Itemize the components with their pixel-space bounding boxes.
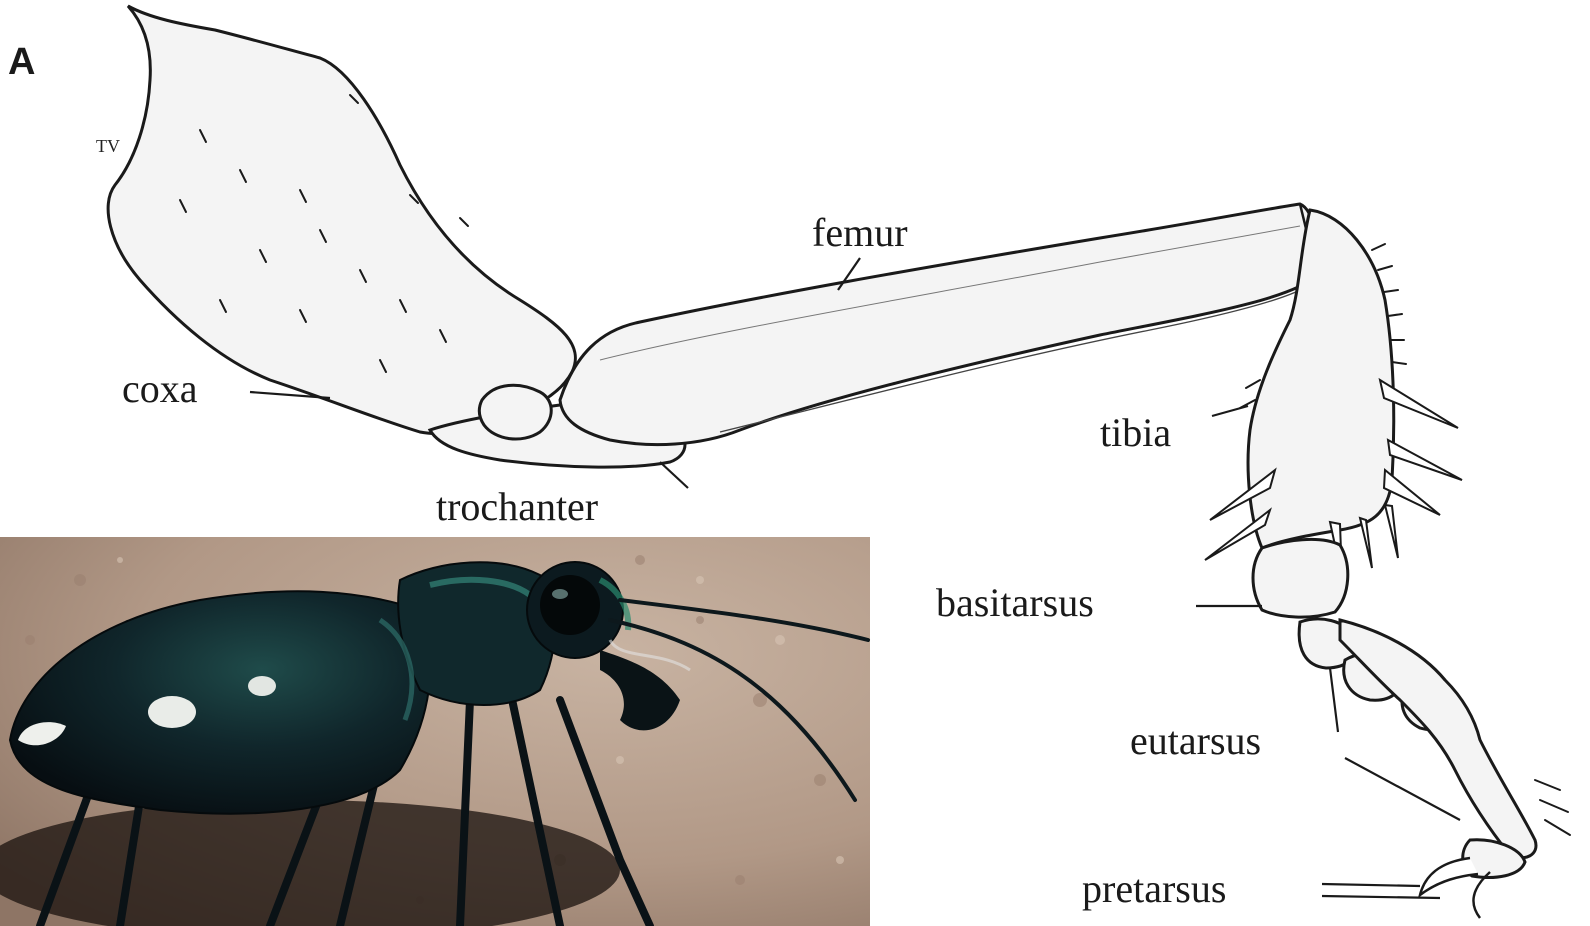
tibia-leader (1212, 406, 1248, 416)
eutarsus-leader-2 (1345, 758, 1460, 820)
label-tibia: tibia (1100, 410, 1171, 455)
label-pretarsus: pretarsus (1082, 866, 1226, 911)
pretarsus-leader-1 (1322, 884, 1420, 886)
label-coxa: coxa (122, 366, 198, 411)
eutarsus-leader-1 (1330, 668, 1338, 732)
panel-label: A (8, 41, 35, 83)
femur-shape (560, 204, 1318, 445)
label-eutarsus: eutarsus (1130, 718, 1261, 763)
beetle-photo (0, 537, 870, 926)
label-basitarsus: basitarsus (936, 580, 1094, 625)
tarsus-shape (1253, 539, 1570, 918)
pretarsus-leader-2 (1322, 896, 1440, 898)
label-trochanter: trochanter (436, 484, 598, 529)
small-mark: TV (96, 136, 120, 156)
label-femur: femur (812, 210, 908, 255)
trochanter-leader (660, 462, 688, 488)
